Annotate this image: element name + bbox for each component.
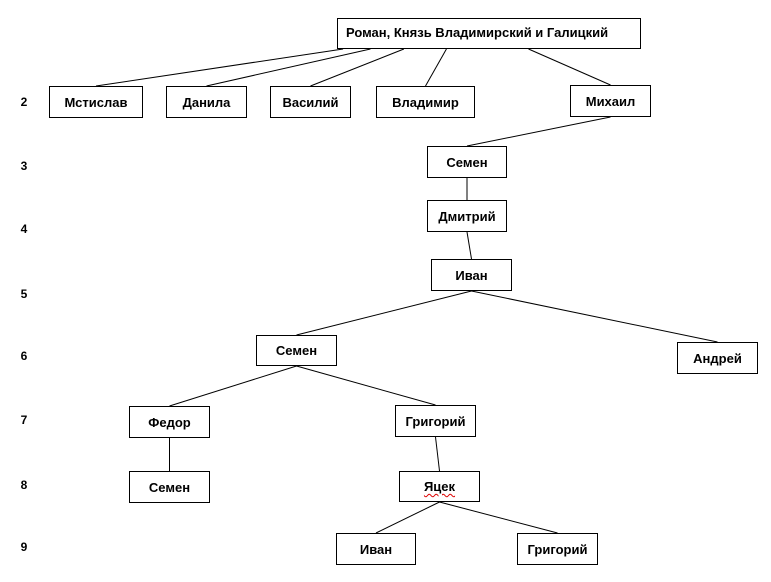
connector-root-vasily (310, 48, 405, 87)
node-ivan-gen9: Иван (336, 533, 416, 565)
connector-root-mstislav (95, 48, 344, 87)
connector-semen6-grigory7 (296, 365, 436, 406)
generation-number: 5 (20, 287, 28, 301)
connector-ivan5-semen6 (296, 290, 472, 336)
node-dmitry: Дмитрий (427, 200, 507, 232)
node-vladimir: Владимир (376, 86, 475, 118)
node-grigory-gen7: Григорий (395, 405, 476, 437)
node-semen-gen6: Семен (256, 335, 337, 366)
connector-ivan5-andrey (471, 290, 718, 343)
connector-grigory7-yatsek (435, 436, 440, 472)
node-roman-root: Роман, Князь Владимирский и Галицкий (337, 18, 641, 49)
node-mikhail: Михаил (570, 85, 651, 117)
generation-number: 8 (20, 478, 28, 492)
node-grigory-gen9: Григорий (517, 533, 598, 565)
generation-number: 2 (20, 95, 28, 109)
node-yatsek-label: Яцек (423, 479, 456, 494)
node-ivan-gen5: Иван (431, 259, 512, 291)
node-semen-gen8: Семен (129, 471, 210, 503)
connector-semen6-fedor (169, 365, 297, 407)
connector-yatsek-ivan9 (375, 501, 440, 534)
connector-mikhail-semen3 (466, 116, 611, 147)
node-yatsek: Яцек (399, 471, 480, 502)
node-andrey: Андрей (677, 342, 758, 374)
generation-number: 6 (20, 349, 28, 363)
connector-yatsek-grigory9 (439, 501, 558, 534)
connector-dmitry-ivan5 (466, 231, 472, 260)
generation-number: 7 (20, 413, 28, 427)
connector-root-vladimir (425, 48, 447, 87)
generation-number: 9 (20, 540, 28, 554)
connector-root-danila (206, 48, 371, 87)
generation-number: 3 (20, 159, 28, 173)
node-vasily: Василий (270, 86, 351, 118)
generation-number: 4 (20, 222, 28, 236)
node-fedor: Федор (129, 406, 210, 438)
node-semen-gen3: Семен (427, 146, 507, 178)
node-danila: Данила (166, 86, 247, 118)
connector-root-mikhail (528, 48, 611, 86)
node-mstislav: Мстислав (49, 86, 143, 118)
